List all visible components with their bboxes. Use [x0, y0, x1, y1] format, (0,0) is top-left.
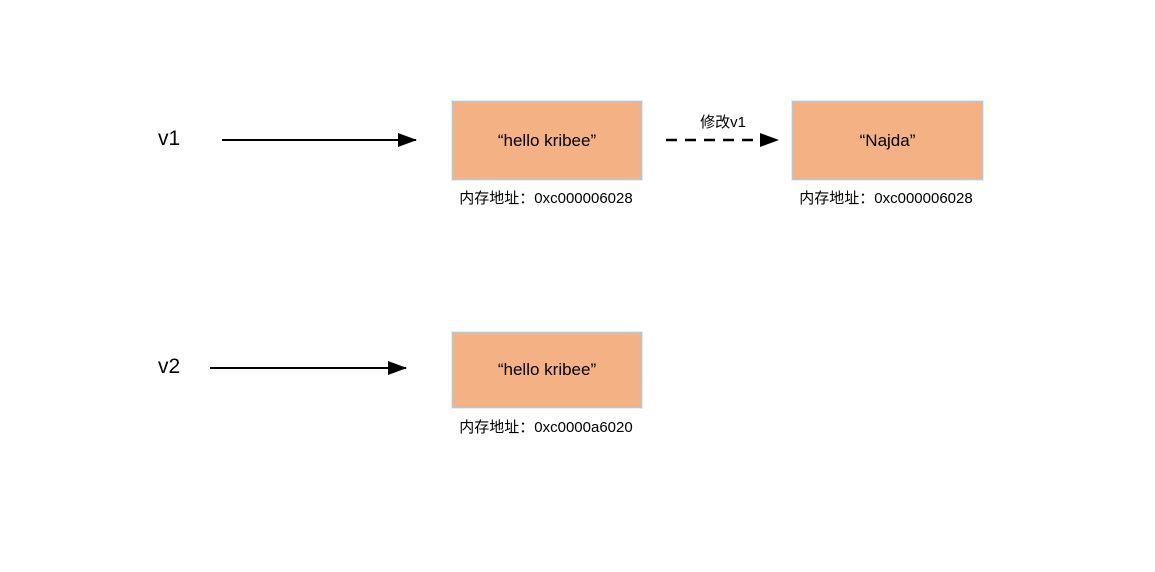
- memory-address-v2: 内存地址：0xc0000a6020: [459, 419, 633, 436]
- memory-box-v1-old-value: “hello kribee”: [497, 130, 597, 150]
- memory-box-v2-value: “hello kribee”: [497, 360, 597, 379]
- variable-label-v1: v1: [158, 127, 181, 150]
- memory-box-v2: “hello kribee”: [452, 332, 642, 408]
- variable-label-v2: v2: [158, 355, 181, 378]
- memory-address-v1-old: 内存地址：0xc000006028: [459, 190, 633, 207]
- modify-v1-arrow-label: 修改v1: [700, 114, 746, 131]
- memory-box-v1-new: “Najda”: [792, 101, 983, 180]
- memory-address-v1-new: 内存地址：0xc000006028: [799, 190, 973, 207]
- memory-box-v1-new-value: “Najda”: [859, 130, 916, 150]
- memory-box-v1-old: “hello kribee”: [452, 101, 642, 180]
